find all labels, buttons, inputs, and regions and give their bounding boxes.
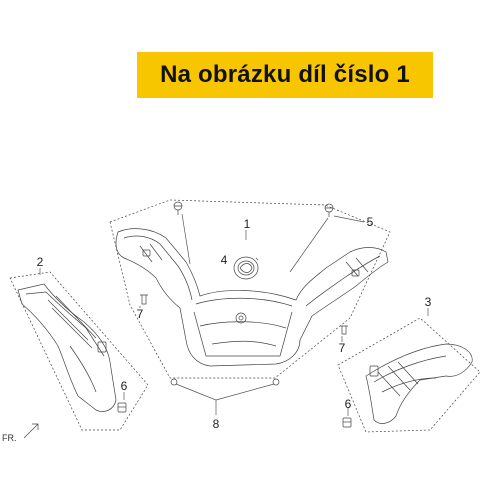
emblem (233, 256, 259, 280)
clips (170, 378, 280, 386)
front-direction-arrow (23, 423, 39, 439)
callout-4: 4 (221, 253, 228, 267)
handlebar-front-cover (115, 228, 389, 367)
part-number-banner: Na obrázku díl číslo 1 (137, 52, 433, 98)
callout-5: 5 (367, 215, 374, 229)
callout-7-left: 7 (137, 307, 144, 321)
screws (173, 201, 334, 217)
part-1-frame (109, 199, 391, 379)
small-screws (140, 294, 348, 335)
callout-3: 3 (425, 295, 432, 309)
callout-6-left: 6 (121, 379, 128, 393)
right-side-cover (365, 343, 473, 424)
leader-lines (39, 213, 429, 416)
left-side-cover (17, 283, 117, 412)
front-direction-label: FR. (2, 433, 17, 443)
clip-nuts (117, 402, 352, 428)
callout-7-right: 7 (339, 341, 346, 355)
callout-1: 1 (244, 217, 251, 231)
callout-6-right: 6 (345, 397, 352, 411)
part-2-frame (9, 271, 149, 431)
callout-2: 2 (37, 255, 44, 269)
banner-text: Na obrázku díl číslo 1 (160, 61, 410, 88)
part-3-frame (337, 317, 481, 433)
callout-8: 8 (213, 417, 220, 431)
